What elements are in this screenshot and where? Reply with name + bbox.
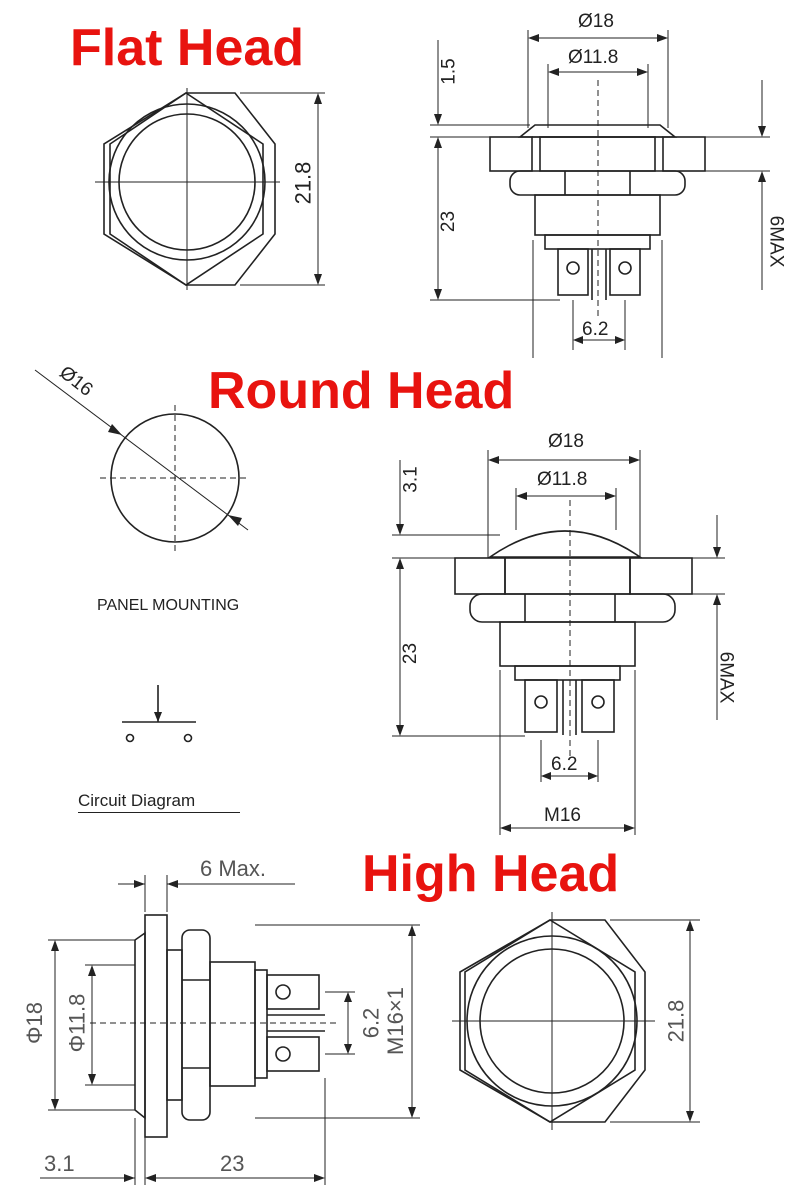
flat-terminal-spacing-label: 6.2	[582, 319, 609, 340]
high-head-top-view	[452, 912, 700, 1130]
round-outer-dia-label: Ø18	[548, 431, 584, 452]
hex-nut-inner	[109, 92, 264, 286]
high-terminal-spacing-label: 6.2	[358, 1007, 384, 1039]
round-head-height-label: 3.1	[400, 466, 422, 493]
round-length-label: 23	[400, 642, 422, 665]
flat-top-height-label: 21.8	[290, 161, 316, 205]
round-terminal-spacing-label: 6.2	[551, 754, 578, 775]
high-thread-label: M16×1	[382, 987, 408, 1055]
flat-head-title: Flat Head	[70, 19, 305, 77]
flat-outer-dia-label: Ø18	[578, 11, 614, 32]
round-panel-max-label: 6MAX	[715, 651, 737, 704]
hex-nut-outline	[459, 919, 646, 1123]
flat-length-label: 23	[438, 210, 460, 233]
flat-head-side-view	[430, 30, 770, 358]
high-head-title: High Head	[362, 845, 620, 903]
panel-mounting-caption: PANEL MOUNTING	[97, 597, 240, 614]
high-head-height-label: 3.1	[44, 1151, 75, 1176]
high-head-side-view	[40, 875, 420, 1185]
high-outer-dia-label: Φ18	[22, 1001, 48, 1045]
high-inner-dia-label: Φ11.8	[64, 993, 90, 1053]
round-thread-label: M16	[544, 805, 581, 826]
high-length-label: 23	[220, 1151, 245, 1176]
flat-panel-max-label: 6MAX	[765, 215, 787, 268]
diameter-leader	[34, 369, 249, 531]
flat-inner-dia-label: Ø11.8	[568, 47, 619, 68]
hex-nut-inner	[464, 919, 636, 1123]
circuit-diagram-caption: Circuit Diagram	[78, 791, 196, 810]
high-top-height-label: 21.8	[663, 999, 689, 1043]
hex-nut-outline	[103, 92, 276, 286]
round-head-side-view	[392, 450, 725, 835]
flat-head-height-label: 1.5	[438, 58, 460, 85]
round-head-title: Round Head	[208, 362, 515, 420]
flat-head-top-view	[95, 88, 325, 290]
circuit-diagram	[122, 685, 196, 743]
caption-underline	[78, 812, 240, 813]
round-inner-dia-label: Ø11.8	[537, 469, 588, 490]
panel-mounting-view	[34, 369, 250, 555]
high-panel-max-label: 6 Max.	[200, 856, 267, 881]
